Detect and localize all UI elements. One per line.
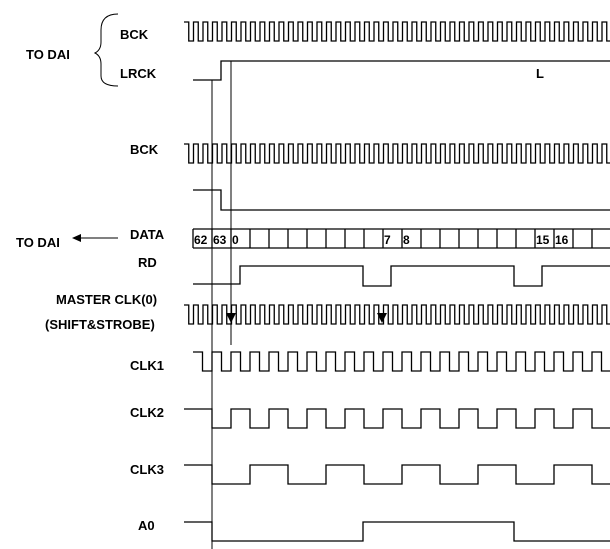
clk1-label: CLK1 [130,358,164,373]
data-cell-label: 63 [213,233,227,247]
strobe-marker-icon [377,313,387,323]
bck-top-label: BCK [120,27,149,42]
clk3-waveform [184,464,610,485]
arrow-left-icon [72,234,118,242]
clk2-waveform [184,408,610,429]
lrck-level-label: L [536,66,544,81]
a0-label: A0 [138,518,155,533]
bck-top-waveform [184,21,610,42]
master-clk-label: MASTER CLK(0) [56,292,157,307]
data-cell-label: 7 [384,233,391,247]
data-cell-label: 0 [232,233,239,247]
a0-waveform [184,521,610,542]
lrck-delayed-waveform [193,189,610,211]
to-dai-top-label: TO DAI [26,47,70,62]
shift-strobe-label: (SHIFT&STROBE) [45,317,155,332]
rd-label: RD [138,255,157,270]
data-cell-label: 8 [403,233,410,247]
to-dai-data-label: TO DAI [16,235,60,250]
bck-mid-label: BCK [130,142,159,157]
data-cell-label: 16 [555,233,569,247]
data-label: DATA [130,227,165,242]
clk3-label: CLK3 [130,462,164,477]
lrck-label: LRCK [120,66,157,81]
to-dai-brace [93,13,119,87]
master-clk-waveform [184,304,610,325]
clk2-label: CLK2 [130,405,164,420]
bck-mid-waveform [184,143,610,164]
data-cell-label: 62 [194,233,208,247]
clk1-waveform [193,351,610,372]
lrck-waveform [193,60,610,81]
rd-waveform [193,265,610,287]
data-cell-label: 15 [536,233,550,247]
